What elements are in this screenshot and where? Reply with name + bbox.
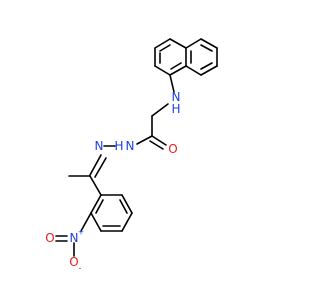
bond bbox=[90, 212, 102, 232]
nitro-n-label: N bbox=[70, 231, 79, 245]
bond bbox=[90, 194, 102, 214]
hydrazide-n-label: N bbox=[126, 139, 135, 153]
bond bbox=[185, 38, 202, 49]
bond bbox=[121, 212, 133, 232]
bond bbox=[151, 103, 169, 117]
nitro-o-double-label: O bbox=[45, 231, 54, 245]
bond bbox=[89, 175, 102, 196]
bond bbox=[119, 199, 128, 214]
molecule-canvas: N H H N N O N + O - O bbox=[45, 38, 218, 273]
bond bbox=[151, 135, 167, 146]
hydrazide-h-label: H bbox=[114, 139, 123, 153]
bond bbox=[94, 157, 107, 178]
nitro-group bbox=[55, 235, 75, 257]
bond bbox=[200, 44, 213, 52]
bond bbox=[149, 140, 164, 150]
bond bbox=[200, 38, 218, 49]
carbonyl-o-label: O bbox=[168, 142, 177, 156]
nitro-n-charge: + bbox=[78, 228, 85, 237]
structure-diagram: N H H N N O N + O - O bbox=[45, 38, 218, 273]
nitro-o-charge: - bbox=[79, 264, 82, 273]
nitro-o-minus-label: O bbox=[69, 255, 78, 269]
linker-chain bbox=[68, 74, 175, 196]
bond bbox=[154, 38, 171, 49]
bond bbox=[121, 194, 133, 214]
atom-labels: N H H N N O N + O - O bbox=[45, 90, 180, 273]
nitrophenyl-ring bbox=[80, 194, 133, 232]
bond bbox=[170, 62, 182, 70]
bond bbox=[136, 135, 153, 145]
bond bbox=[169, 38, 187, 49]
bond bbox=[95, 199, 104, 214]
bond bbox=[154, 65, 171, 76]
hydrazone-n-label: N bbox=[95, 139, 104, 153]
bond bbox=[169, 74, 175, 93]
bond bbox=[200, 65, 218, 76]
bond bbox=[80, 212, 92, 232]
bond bbox=[169, 65, 187, 76]
bond bbox=[89, 154, 102, 176]
amine-n-label: N bbox=[172, 90, 181, 104]
bond bbox=[200, 62, 213, 70]
bond bbox=[185, 65, 202, 76]
bond bbox=[159, 44, 171, 52]
naphthalene-ring bbox=[154, 38, 218, 76]
amine-h-label: H bbox=[171, 102, 180, 116]
